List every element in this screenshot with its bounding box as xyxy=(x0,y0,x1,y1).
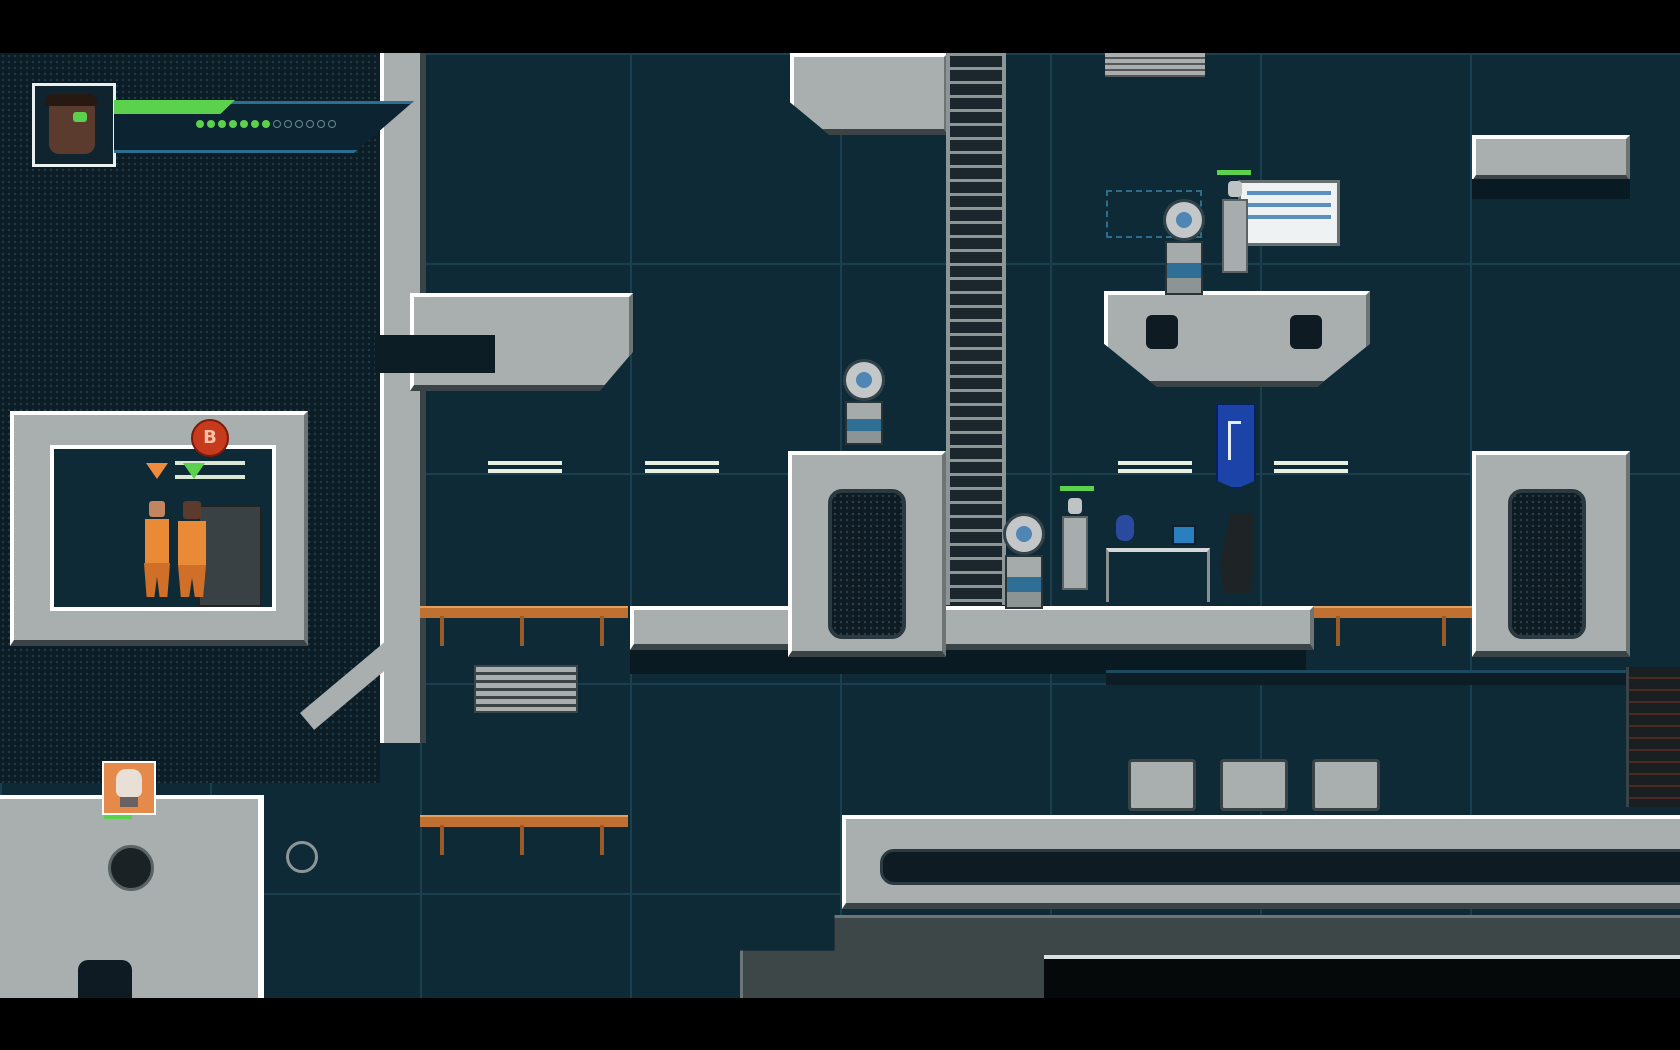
storage-crate-1 xyxy=(1128,759,1196,811)
banner-emblem-icon xyxy=(1228,421,1241,460)
ally-health-bar xyxy=(104,815,132,819)
cell-light-strip xyxy=(175,461,245,465)
floor-hatch xyxy=(78,960,132,998)
player-character-prisoner xyxy=(140,501,174,601)
ammo-pips xyxy=(196,120,336,130)
player-hud xyxy=(30,83,420,173)
bottom-dark-opening xyxy=(1044,955,1680,998)
ammo-pip-empty xyxy=(273,120,281,128)
ledge-notch xyxy=(375,335,495,373)
cell-door xyxy=(198,505,262,607)
storage-crate-3 xyxy=(1312,759,1380,811)
wall-light-2 xyxy=(645,461,719,465)
ammo-pip-empty xyxy=(284,120,292,128)
wall-light-4 xyxy=(1274,461,1348,465)
wall-mounted-camera xyxy=(108,845,154,891)
ammo-pip-empty xyxy=(317,120,325,128)
girder-left-upper xyxy=(420,606,628,646)
ally-skull-portrait-icon[interactable] xyxy=(102,761,156,815)
desk-lamp-icon xyxy=(1116,515,1134,541)
ammo-pip-empty xyxy=(295,120,303,128)
lab-whiteboard xyxy=(1238,180,1340,246)
floating-lab-platform xyxy=(1104,291,1370,387)
platform-slot-left xyxy=(1146,315,1178,349)
main-floor-platform xyxy=(630,606,1314,650)
left-frame-pillar xyxy=(380,53,426,743)
game-viewport: B xyxy=(0,53,1680,998)
upper-right-slab-shadow xyxy=(1472,179,1630,199)
lower-corridor-slot xyxy=(880,849,1680,885)
ammo-pip-filled xyxy=(240,120,248,128)
ammo-pip-filled xyxy=(229,120,237,128)
ceiling-vent xyxy=(1105,53,1205,77)
girder-right xyxy=(1312,606,1472,646)
ammo-pip-filled xyxy=(262,120,270,128)
central-ladder[interactable] xyxy=(946,53,1006,605)
sentry-turret-upper[interactable] xyxy=(842,359,886,445)
lower-right-ledge xyxy=(1106,670,1680,685)
upper-right-slab xyxy=(1472,135,1630,181)
ammo-pip-filled xyxy=(218,120,226,128)
enemy-health-bar-lab xyxy=(1217,170,1251,175)
ammo-pip-empty xyxy=(328,120,336,128)
player-marker-orange-icon xyxy=(146,463,168,479)
sentry-turret-floor[interactable] xyxy=(1002,513,1046,609)
player-portrait-icon xyxy=(32,83,116,167)
right-pillar-hatch xyxy=(1508,489,1586,639)
girder-left-lower xyxy=(420,815,628,855)
ammo-pip-empty xyxy=(306,120,314,128)
ally-character-prisoner xyxy=(172,501,212,601)
storage-crate-2 xyxy=(1220,759,1288,811)
pipe-valve xyxy=(286,841,318,873)
pillar-hatch xyxy=(828,489,906,639)
ammo-pip-filled xyxy=(207,120,215,128)
enemy-health-bar-floor xyxy=(1060,486,1094,491)
lab-desk xyxy=(1106,548,1210,602)
player-marker-green-icon xyxy=(183,463,205,479)
sentry-turret-lab[interactable] xyxy=(1162,199,1206,295)
wall-light-3 xyxy=(1118,461,1192,465)
server-rack xyxy=(1626,667,1680,807)
enemy-scientist-floor[interactable] xyxy=(1058,498,1092,598)
ammo-pip-filled xyxy=(251,120,259,128)
health-bar xyxy=(114,100,235,114)
wall-vent xyxy=(474,665,578,713)
enemy-scientist-lab[interactable] xyxy=(1218,181,1252,281)
desk-computer-icon xyxy=(1172,525,1196,545)
lower-left-floor xyxy=(0,795,264,998)
faction-banner xyxy=(1216,403,1256,489)
wall-light-1 xyxy=(488,461,562,465)
platform-slot-right xyxy=(1290,315,1322,349)
ammo-pip-filled xyxy=(196,120,204,128)
interact-button-prompt[interactable]: B xyxy=(191,419,229,457)
